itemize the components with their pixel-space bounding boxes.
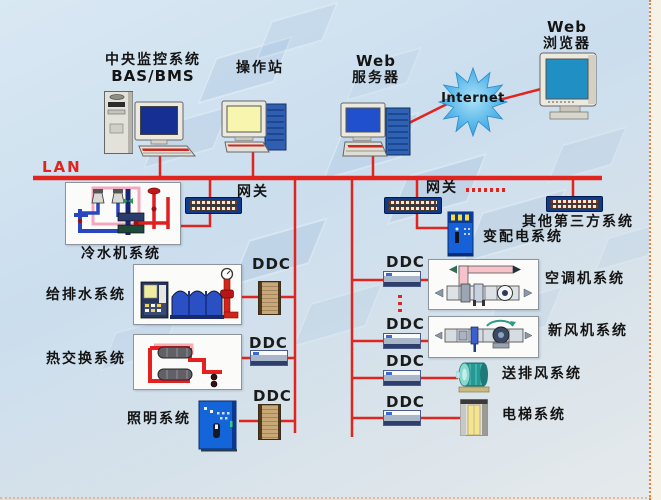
lighting-system-label: 照明系统 (127, 411, 191, 427)
lighting-panel-icon (198, 400, 237, 452)
desktop-computer-icon (221, 100, 287, 153)
background-tile (546, 125, 628, 185)
ddc-label-heat: DDC (249, 334, 288, 352)
central-workstation (103, 90, 200, 164)
ddc-controller-fresh-air (383, 333, 421, 349)
fresh-air-label: 新风机系统 (548, 323, 628, 339)
chiller-piping-icon (74, 186, 170, 235)
ddc-controller-lighting (258, 404, 281, 440)
elevator-icon (460, 399, 488, 436)
chiller-system-label: 冷水机系统 (81, 246, 161, 262)
chiller-system-box (65, 182, 181, 245)
server-computer-icon (340, 102, 411, 157)
operator-station (221, 99, 289, 161)
ahu-icon (434, 265, 533, 306)
gateway-ports (388, 206, 438, 211)
monitor-icon (539, 52, 597, 120)
ddc-label-water: DDC (252, 255, 291, 273)
gateway-ports (550, 204, 599, 209)
background-tile (230, 217, 328, 287)
power-distribution-cabinet (447, 210, 475, 262)
central-system-label: 中央监控系统 BAS/BMS (105, 52, 201, 86)
heat-exchanger-icon (148, 343, 222, 388)
operator-station-label: 操作站 (236, 60, 284, 76)
lan-label: LAN (42, 158, 82, 176)
internet-label: Internet (441, 91, 505, 106)
water-system-icon (140, 267, 239, 319)
internet-cloud (436, 66, 510, 142)
background-tile (255, 1, 339, 61)
water-supply-drainage-box (133, 264, 242, 325)
ddc-label-fresh-air: DDC (386, 315, 425, 333)
third-party-gateway-device (546, 196, 603, 212)
web-browser-label: Web 浏览器 (543, 18, 591, 53)
supply-exhaust-fan-label: 送排风系统 (502, 366, 582, 382)
supply-exhaust-fan (455, 360, 492, 398)
ddc-label-elevator: DDC (386, 393, 425, 411)
ddc-controller-water (258, 281, 281, 315)
lighting-cabinet (198, 399, 240, 456)
background-tile (292, 282, 384, 348)
fresh-air-box (428, 316, 539, 358)
ddc-label-fan: DDC (386, 352, 425, 370)
elevator-label: 电梯系统 (502, 407, 566, 423)
fan-icon (455, 362, 490, 393)
fresh-air-unit-icon (434, 319, 533, 352)
web-browser-monitor (536, 52, 604, 128)
tower-pc-icon (104, 91, 197, 157)
elevator (459, 398, 489, 441)
gateway-ports (189, 206, 238, 211)
water-supply-drainage-label: 给排水系统 (46, 287, 126, 303)
ddc-controller-ac (383, 271, 421, 287)
third-party-system-label: 其他第三方系统 (522, 214, 634, 230)
heat-exchange-label: 热交换系统 (46, 351, 126, 367)
ddc-label-ac: DDC (386, 253, 425, 271)
air-conditioning-box (428, 259, 539, 310)
gateway-right-device (384, 197, 442, 214)
web-server (340, 100, 412, 164)
internet-starburst-icon (437, 66, 509, 138)
ddc-controller-elevator (383, 410, 421, 426)
web-server-label: Web 服务器 (352, 52, 400, 87)
power-distribution-label: 变配电系统 (483, 229, 563, 245)
ddc-label-lighting: DDC (253, 387, 292, 405)
gateway-ports (550, 199, 599, 204)
gateway-left-device (185, 197, 242, 214)
air-conditioning-label: 空调机系统 (545, 271, 625, 287)
heat-exchange-box (133, 334, 242, 390)
gateway-right-label: 网关 (426, 180, 458, 196)
gateway-ports (388, 200, 438, 205)
gateway-ports (189, 200, 238, 205)
ddc-controller-heat (250, 350, 288, 366)
electrical-cabinet-icon (447, 211, 474, 257)
gateway-left-label: 网关 (237, 184, 269, 200)
page-right-margin (649, 0, 661, 500)
page-bottom-border (0, 497, 651, 499)
ddc-controller-fan (383, 370, 421, 386)
